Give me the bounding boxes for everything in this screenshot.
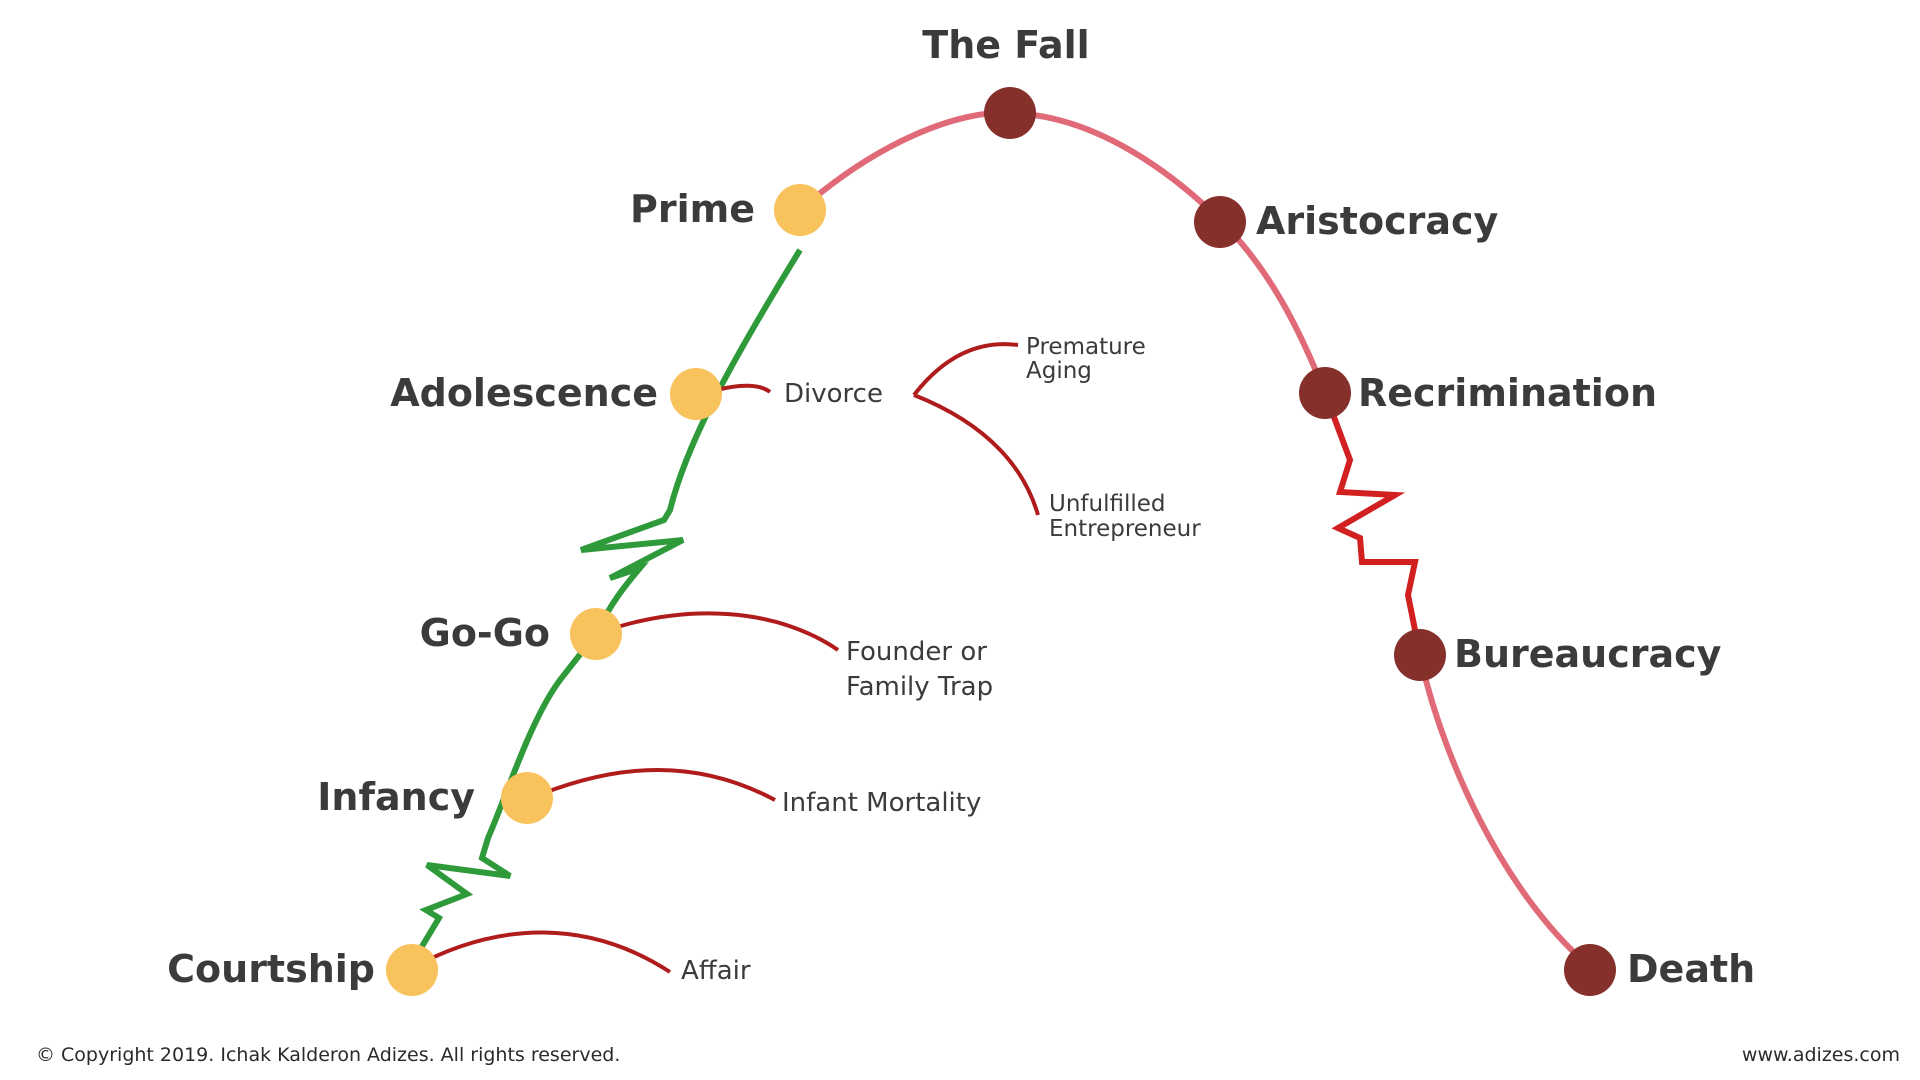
infancy-dot xyxy=(501,772,553,824)
fall-dot xyxy=(984,87,1036,139)
stage-label-prime: Prime xyxy=(630,187,755,231)
bureaucracy-dot xyxy=(1394,629,1446,681)
trap-label-unfulfilled-line1: Unfulfilled xyxy=(1049,491,1166,517)
website-link[interactable]: www.adizes.com xyxy=(1741,1044,1900,1066)
gogo-dot xyxy=(570,608,622,660)
trap-label-infant-mortality: Infant Mortality xyxy=(782,788,981,818)
stage-label-bureaucracy: Bureaucracy xyxy=(1454,632,1722,676)
decline-jagged xyxy=(1322,391,1423,656)
unfulfilled-trap-line xyxy=(913,393,1040,516)
adolescence-dot xyxy=(670,368,722,420)
premature-aging-trap-line xyxy=(912,342,1019,397)
stage-label-adolescence: Adolescence xyxy=(390,371,658,415)
stage-label-death: Death xyxy=(1627,947,1755,991)
prime-dot xyxy=(774,184,826,236)
trap-label-founder-line1: Founder or xyxy=(846,637,987,667)
copyright-notice: © Copyright 2019. Ichak Kalderon Adizes.… xyxy=(36,1044,621,1066)
founder-trap-line xyxy=(595,611,840,652)
death-curve xyxy=(1417,654,1592,970)
stage-label-aristocracy: Aristocracy xyxy=(1256,199,1498,243)
courtship-dot xyxy=(386,944,438,996)
trap-label-premature-line2: Aging xyxy=(1026,358,1092,384)
stage-label-gogo: Go-Go xyxy=(420,611,550,655)
trap-label-affair: Affair xyxy=(681,956,751,986)
aristocracy-dot xyxy=(1194,196,1246,248)
peak-curve xyxy=(798,109,1328,395)
trap-label-unfulfilled-line2: Entrepreneur xyxy=(1049,516,1201,542)
divorce-trap-line xyxy=(716,383,772,394)
recrimination-dot xyxy=(1299,367,1351,419)
trap-label-premature-line1: Premature xyxy=(1026,334,1146,360)
affair-trap-line xyxy=(411,930,672,974)
stage-label-courtship: Courtship xyxy=(167,947,375,991)
growth-curve xyxy=(409,248,803,965)
infant-mortality-trap-line xyxy=(526,768,776,802)
stage-label-infancy: Infancy xyxy=(317,775,475,819)
death-dot xyxy=(1564,944,1616,996)
trap-label-founder-line2: Family Trap xyxy=(846,672,993,702)
stage-label-recrimination: Recrimination xyxy=(1358,371,1657,415)
stage-label-fall: The Fall xyxy=(922,23,1089,67)
trap-label-divorce: Divorce xyxy=(784,379,883,409)
